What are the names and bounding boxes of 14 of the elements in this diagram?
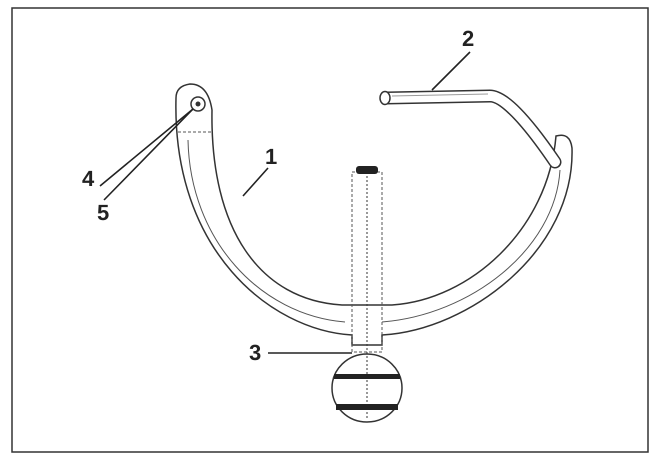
callout-number: 3 bbox=[249, 342, 262, 364]
leader-line bbox=[100, 108, 194, 187]
callout-number: 2 bbox=[462, 28, 474, 50]
leader-line bbox=[268, 352, 352, 354]
leader-line bbox=[103, 108, 194, 201]
callout-number: 5 bbox=[97, 202, 110, 224]
pivot-hole-drawing bbox=[190, 96, 206, 112]
callout-number: 4 bbox=[82, 168, 94, 190]
arm-drawing bbox=[175, 83, 573, 346]
rod-drawing bbox=[379, 90, 562, 168]
leader-line bbox=[431, 51, 471, 91]
callout-number: 1 bbox=[265, 146, 278, 168]
shaft-drawing bbox=[331, 166, 403, 423]
leader-line bbox=[242, 167, 269, 197]
